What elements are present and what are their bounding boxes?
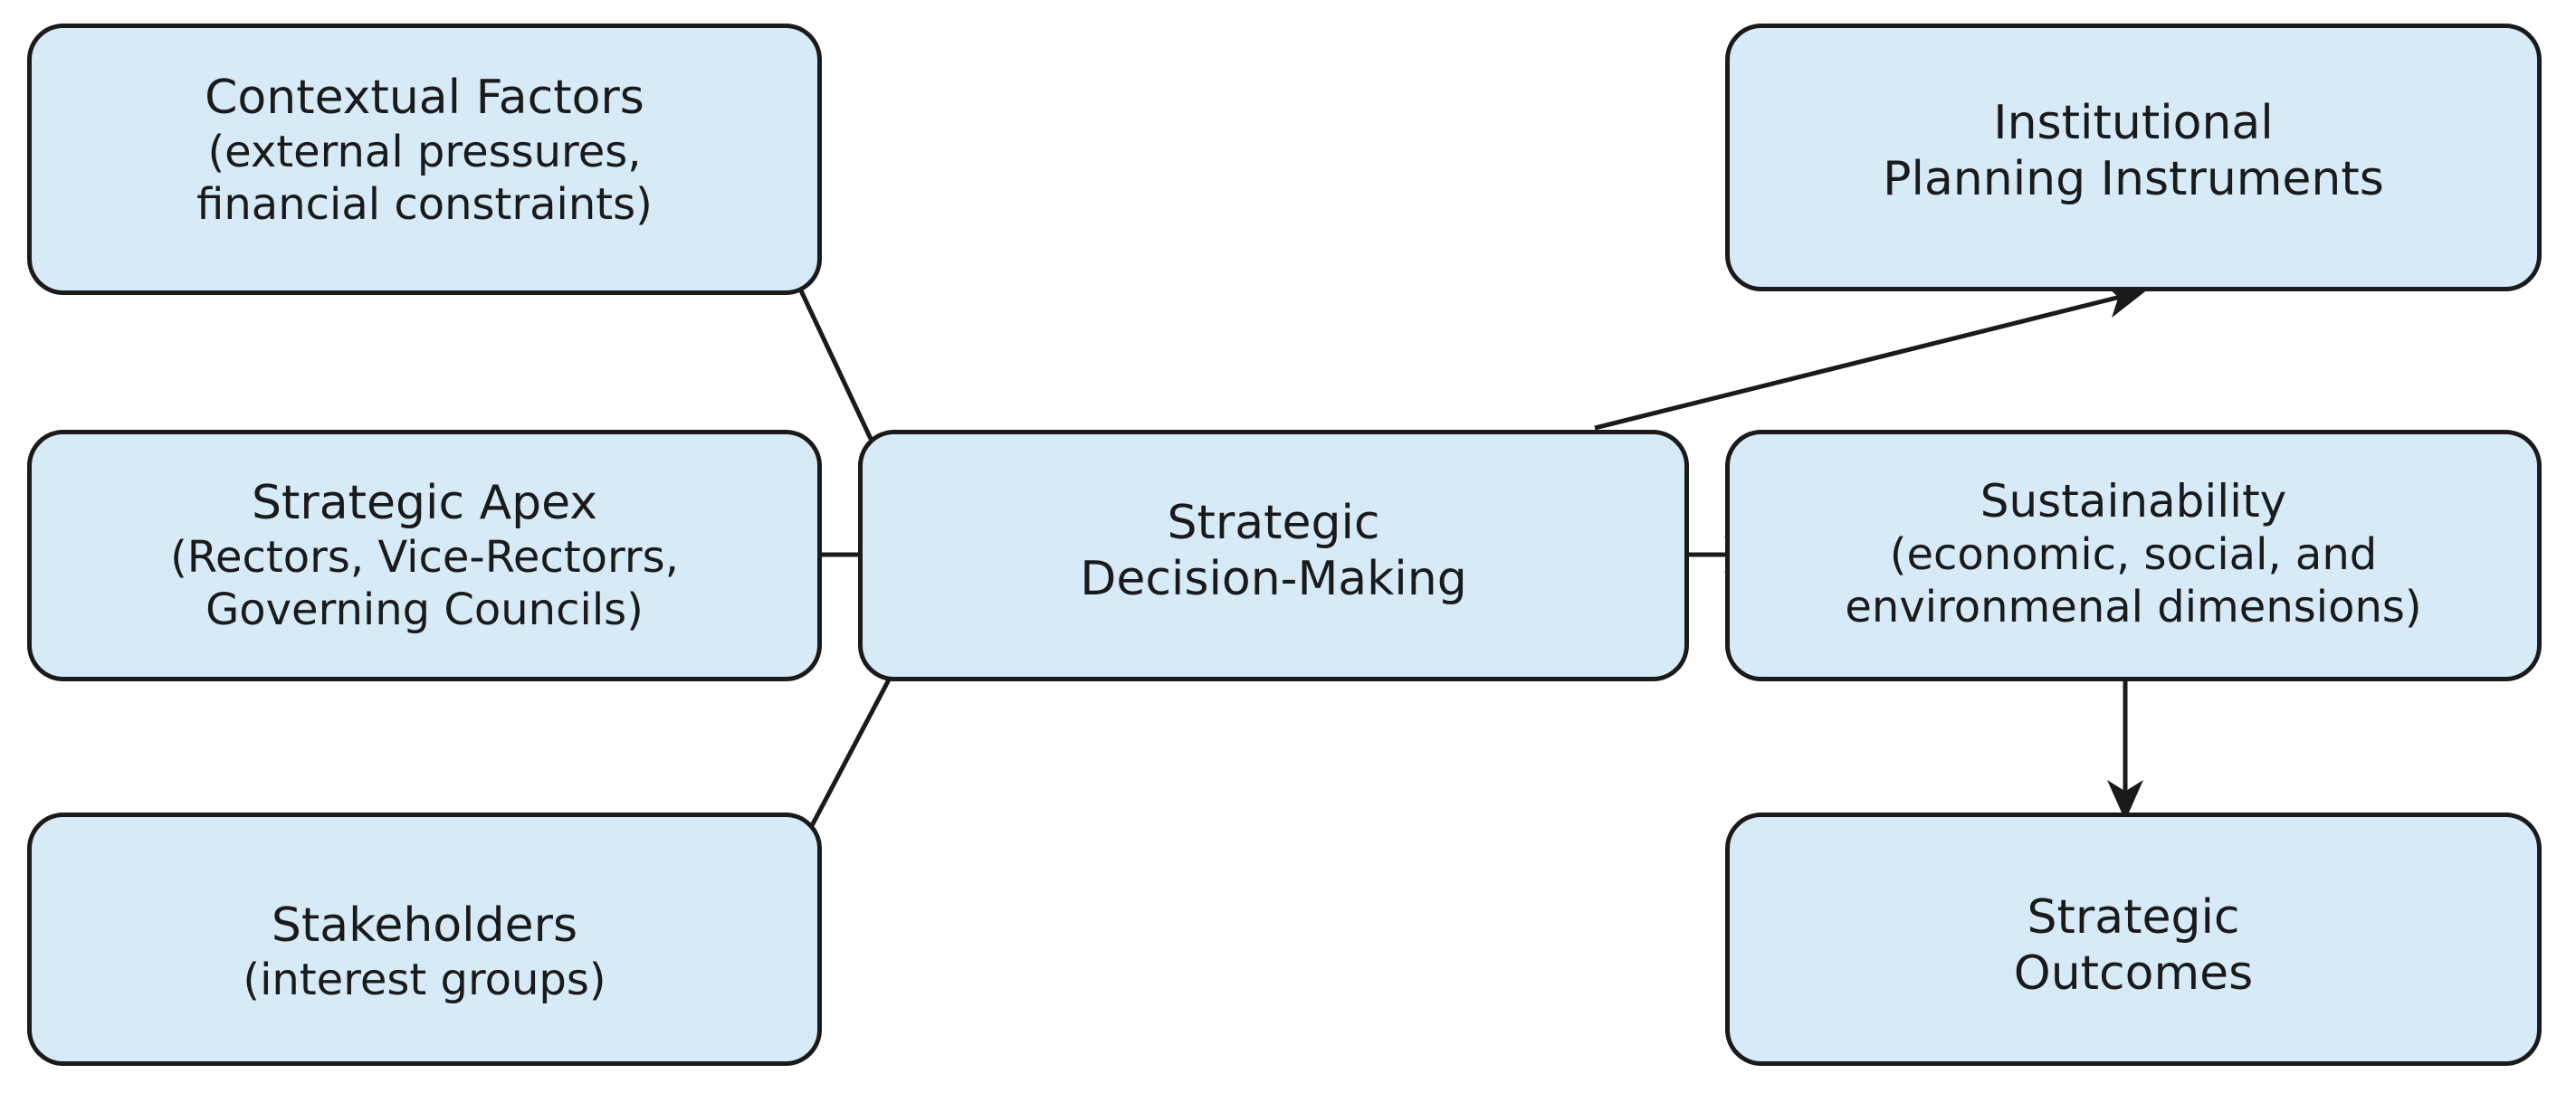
node-strategic-decision-making: Strategic Decision-Making [858,430,1689,681]
node-title: Strategic Apex [251,476,598,530]
node-title: Stakeholders [271,898,578,953]
node-subtitle: (interest groups) [243,955,606,1005]
node-sustainability: Sustainability (economic, social, and en… [1725,430,2542,681]
node-title: Strategic Decision-Making [1080,496,1467,606]
node-institutional-planning-instruments: Institutional Planning Instruments [1725,24,2542,291]
node-title: Institutional Planning Instruments [1883,96,2384,206]
node-stakeholders: Stakeholders (interest groups) [27,813,822,1066]
node-subtitle: (external pressures, financial constrain… [196,127,653,230]
node-title: Contextual Factors [205,71,644,125]
node-subtitle: (economic, social, and environmenal dime… [1845,529,2422,632]
edge-decision-to-planning [1594,282,2147,431]
node-contextual-factors: Contextual Factors (external pressures, … [27,24,822,295]
node-strategic-outcomes: Strategic Outcomes [1725,813,2542,1066]
node-subtitle: (Rectors, Vice-Rectorrs, Governing Counc… [170,532,679,635]
node-title: Strategic Outcomes [2013,890,2254,1001]
node-strategic-apex: Strategic Apex (Rectors, Vice-Rectorrs, … [27,430,822,681]
node-title: Sustainability [1980,475,2287,527]
